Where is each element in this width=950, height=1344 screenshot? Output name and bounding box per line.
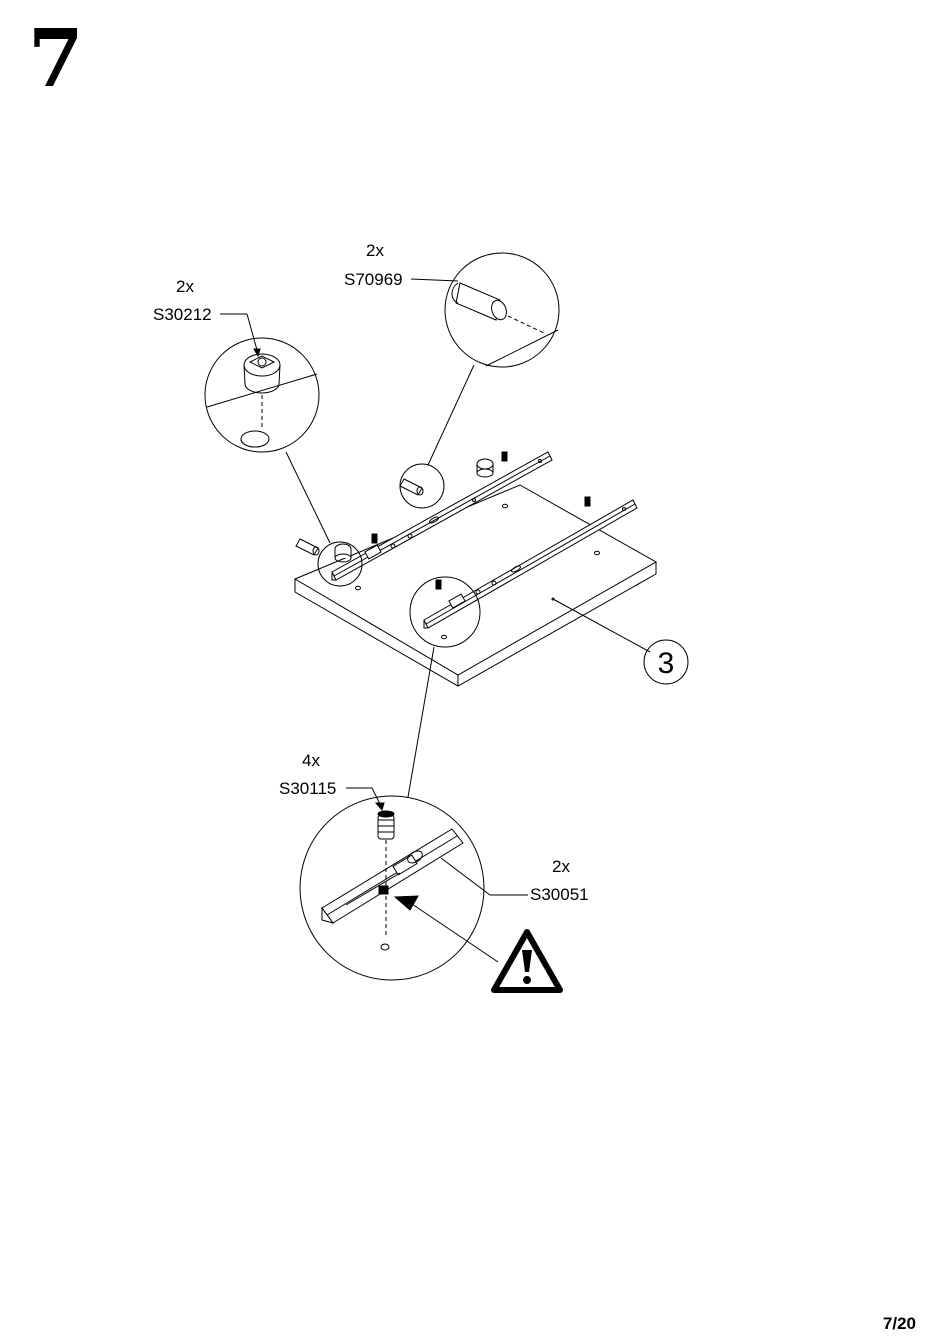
page-number: 7/20 (883, 1314, 916, 1334)
dowel-detail (445, 253, 559, 367)
cam-lock-detail (205, 338, 319, 452)
panel-board (295, 485, 656, 686)
warning-triangle-icon (494, 932, 560, 990)
panel-number: 3 (658, 647, 675, 680)
screw-slide-detail (300, 796, 484, 980)
